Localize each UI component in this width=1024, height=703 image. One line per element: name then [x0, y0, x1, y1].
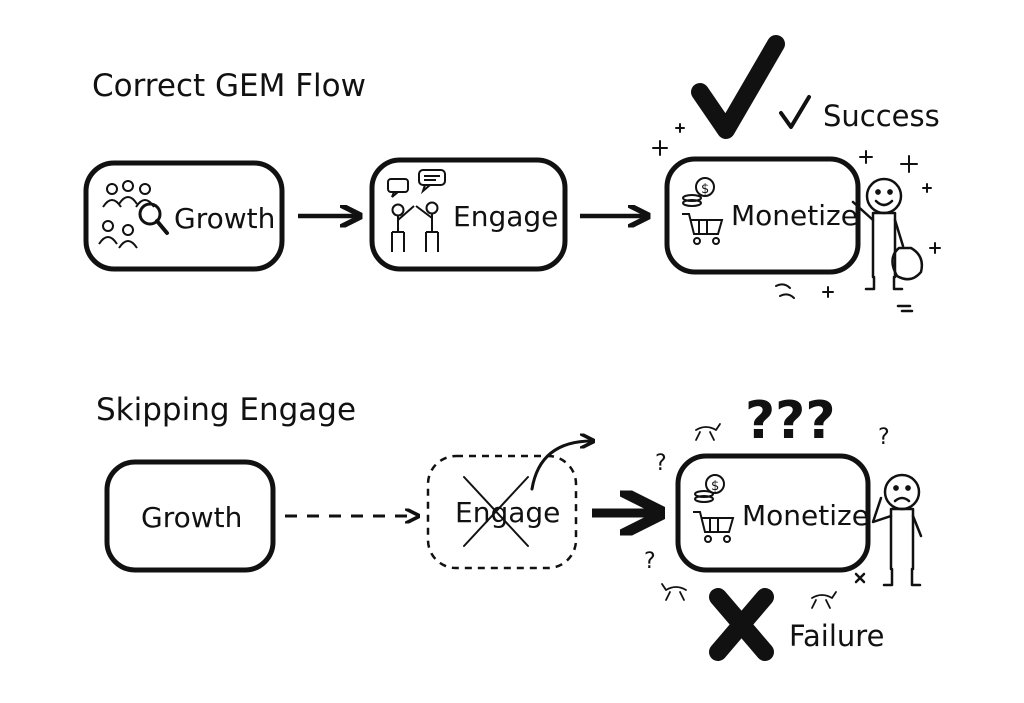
cricket-icon — [661, 423, 837, 609]
correct-monetize-label: Monetize — [731, 199, 858, 232]
cross-out-icon — [463, 476, 529, 547]
correct-flow-title: Correct GEM Flow — [92, 68, 366, 104]
sad-person-icon — [854, 473, 923, 587]
shopping-cart-icon — [693, 511, 735, 543]
skip-monetize-node: $ Monetize — [675, 453, 871, 573]
people-high-five-icon — [391, 201, 439, 252]
happy-person-icon — [851, 177, 924, 313]
curved-arrow-icon — [530, 441, 592, 491]
skip-monetize-label: Monetize — [742, 499, 869, 532]
correct-growth-node: Growth — [83, 160, 285, 272]
coins-icon: $ — [682, 177, 715, 207]
svg-text:$: $ — [701, 182, 709, 197]
sparkle-icon — [652, 123, 941, 299]
x-mark-icon — [709, 588, 774, 661]
shopping-cart-icon — [682, 213, 724, 245]
checkmark-icon — [691, 35, 785, 139]
skip-growth-node: Growth — [104, 459, 276, 573]
speech-bubble-icon — [387, 169, 446, 198]
crowd-magnifier-icon — [98, 180, 169, 249]
correct-engage-node: Engage — [369, 157, 568, 272]
confusion-marks: ??? — [745, 391, 836, 451]
question-mark-2: ? — [878, 425, 890, 450]
failure-label: Failure — [789, 619, 884, 653]
correct-monetize-node: $ Monetize — [664, 156, 861, 275]
skip-growth-label: Growth — [141, 501, 242, 534]
skip-flow-title: Skipping Engage — [96, 392, 356, 428]
question-mark-1: ? — [655, 451, 667, 476]
correct-engage-label: Engage — [453, 200, 558, 233]
coins-icon: $ — [694, 474, 725, 503]
skipped-engage-node: Engage — [426, 454, 578, 570]
question-mark-3: ? — [644, 549, 656, 574]
small-checkmark-icon — [779, 95, 811, 129]
svg-text:$: $ — [711, 479, 719, 494]
success-label: Success — [823, 99, 940, 133]
correct-growth-label: Growth — [174, 202, 275, 235]
